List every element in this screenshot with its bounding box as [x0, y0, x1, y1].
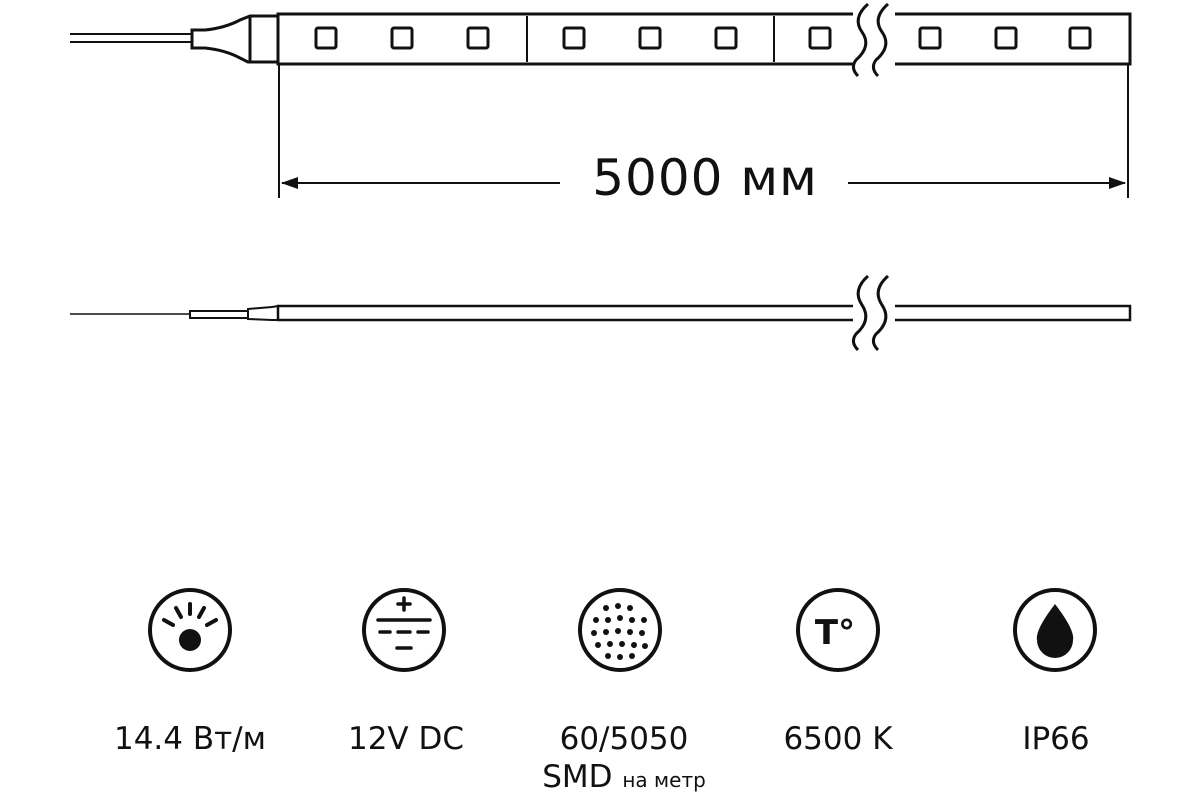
spec-led-type: SMD	[542, 759, 613, 795]
spec-power-value: 14.4 Вт/м	[113, 721, 267, 757]
spec-led-per-meter: на метр	[622, 768, 706, 792]
dc-power-icon	[362, 588, 446, 672]
break-mark-side	[851, 274, 895, 352]
led-dots-icon	[578, 588, 662, 672]
temperature-icon: T°	[796, 588, 880, 672]
spec-voltage: 12V DC	[296, 720, 516, 758]
temperature-icon-text: T°	[815, 613, 855, 653]
dimension-line	[278, 64, 1129, 198]
strip-top-view	[70, 12, 1132, 66]
spec-led-count: 60/5050 SMD на метр	[514, 720, 734, 799]
strip-side-view	[70, 304, 1132, 322]
spec-voltage-value: 12V DC	[347, 721, 465, 757]
spec-led-count-value: 60/5050	[559, 721, 689, 757]
spec-power: 14.4 Вт/м	[80, 720, 300, 758]
spec-color-temp: 6500 K	[728, 720, 948, 758]
spec-ip-rating-value: IP66	[1022, 721, 1090, 757]
break-mark-top	[851, 2, 895, 78]
spec-color-temp-value: 6500 K	[783, 721, 893, 757]
length-dimension-label: 5000 мм	[592, 149, 818, 207]
spec-ip-rating: IP66	[946, 720, 1166, 758]
water-drop-icon	[1013, 588, 1097, 672]
spec-led-type-line: SMD на метр	[514, 758, 734, 799]
brightness-icon	[148, 588, 232, 672]
